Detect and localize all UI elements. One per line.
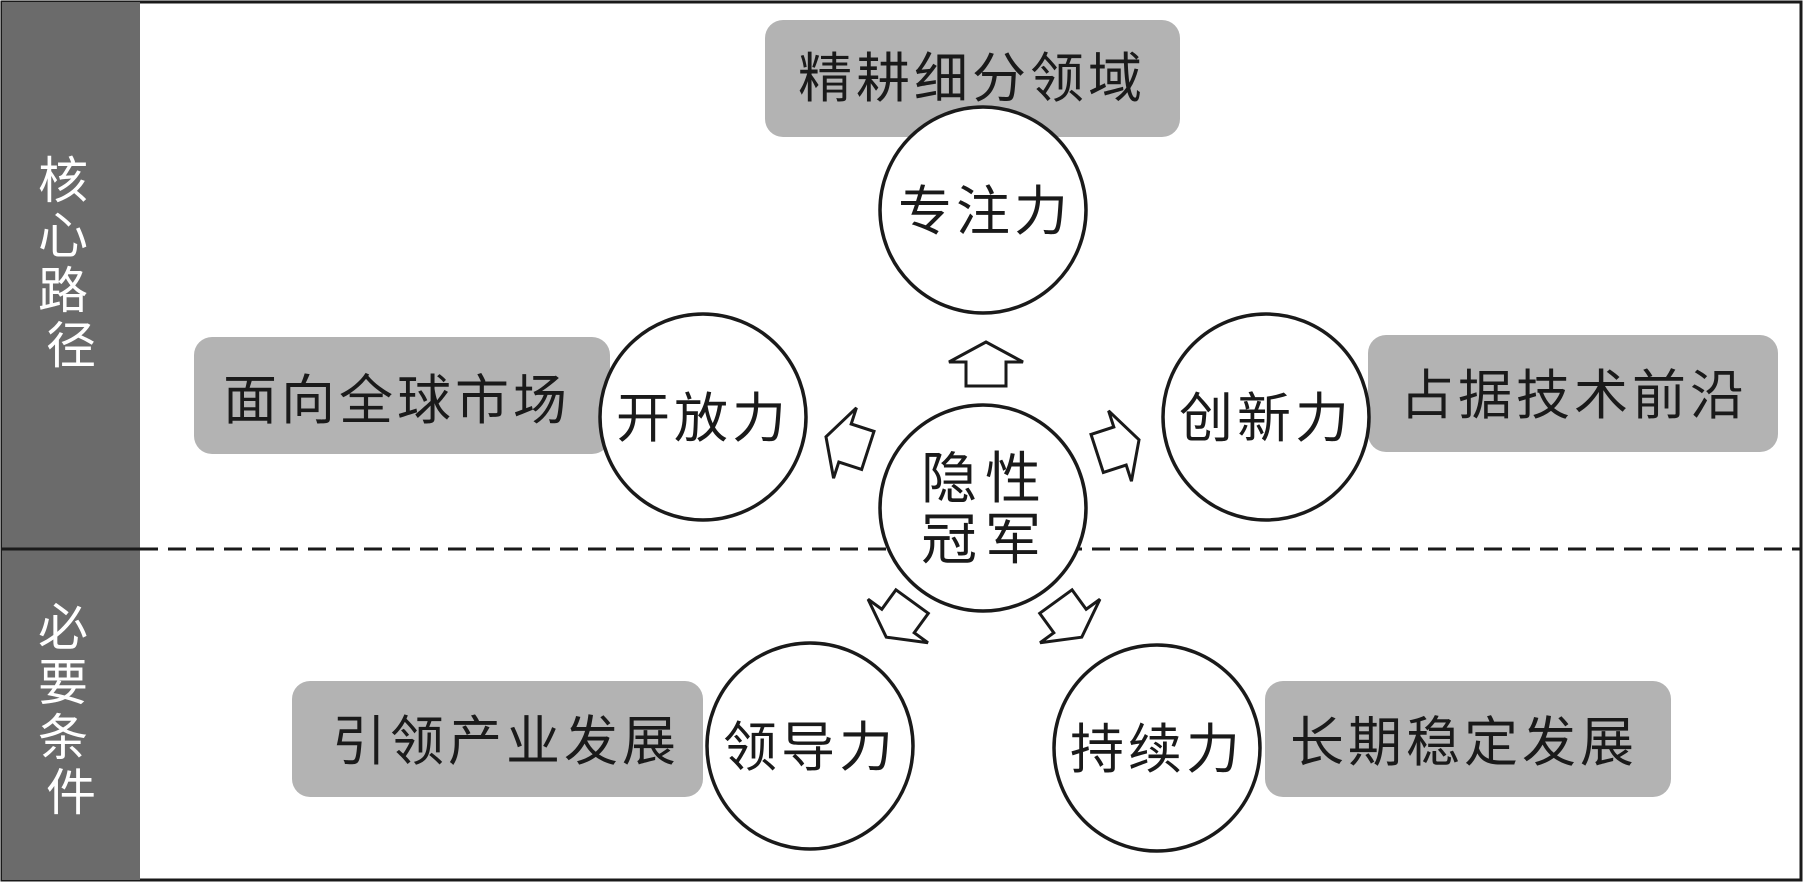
side-label-top: 核 心 路 径 (38, 152, 104, 375)
tag-box-focus (765, 20, 1180, 137)
side-label-top-char: 核 (38, 152, 88, 210)
circle-text-center-line2: 冠军 (921, 508, 1049, 573)
circle-text-focus: 专注力 (898, 180, 1072, 243)
side-label-top-char: 径 (46, 317, 96, 375)
side-label-bottom: 必 要 条 件 (38, 599, 104, 822)
tag-box-innovation (1368, 335, 1778, 452)
tag-text-leadership: 引领产业发展 (332, 710, 680, 773)
circle-leadership (705, 641, 915, 851)
side-label-bottom-char: 条 (38, 709, 88, 767)
circle-text-leadership: 领导力 (723, 716, 897, 779)
arrow-to-sustain (1037, 587, 1102, 645)
circle-focus (878, 105, 1088, 315)
tag-text-sustain: 长期稳定发展 (1290, 711, 1638, 774)
arrow-to-open (824, 406, 876, 479)
arrow-to-focus (948, 340, 1024, 388)
tag-text-open: 面向全球市场 (223, 369, 571, 432)
tag-text-focus: 精耕细分领域 (798, 47, 1146, 110)
circle-text-innovation: 创新力 (1179, 387, 1353, 450)
side-bar (2, 2, 140, 880)
side-label-bottom-char: 要 (38, 654, 88, 712)
circle-center (878, 403, 1088, 613)
arrow-to-leadership (866, 587, 931, 645)
tag-box-leadership (292, 681, 703, 797)
tag-text-innovation: 占据技术前沿 (1400, 364, 1748, 427)
circle-text-open: 开放力 (616, 387, 790, 450)
circle-innovation (1161, 312, 1371, 522)
side-label-top-char: 心 (38, 207, 88, 265)
circle-sustain (1052, 643, 1262, 853)
tag-box-sustain (1265, 681, 1671, 797)
tag-box-open (194, 337, 610, 454)
circle-text-center-line1: 隐性 (921, 447, 1049, 512)
arrow-to-innovation (1089, 409, 1141, 482)
circle-text-sustain: 持续力 (1070, 718, 1244, 781)
side-label-top-char: 路 (38, 262, 88, 320)
side-label-bottom-char: 件 (46, 764, 96, 822)
side-label-bottom-char: 必 (38, 599, 88, 657)
circle-open (598, 312, 808, 522)
